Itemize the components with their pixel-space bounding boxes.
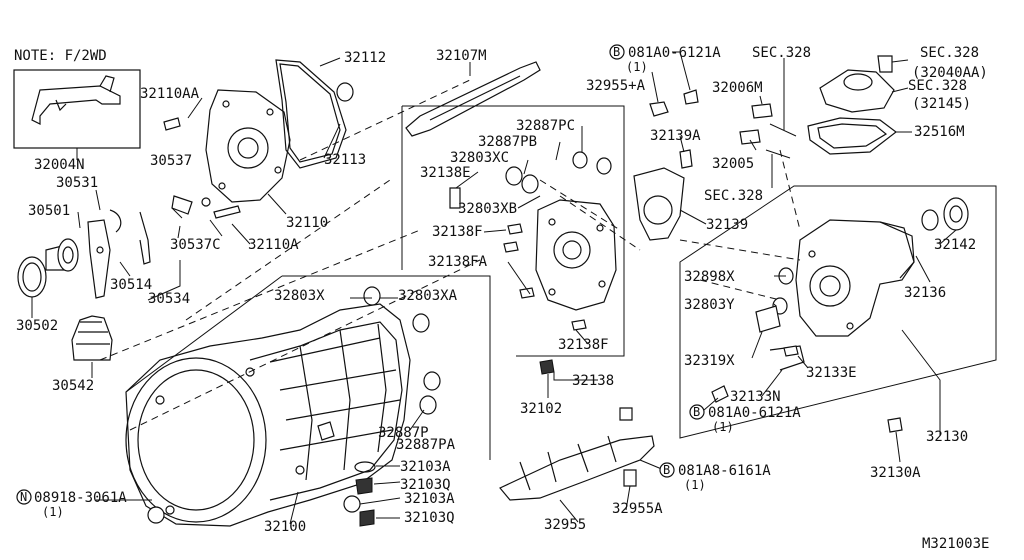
label-32138: 32138	[572, 373, 614, 389]
label-32803XC: 32803XC	[450, 150, 509, 166]
label-sec328-d: SEC.328	[704, 188, 763, 204]
label-30502: 30502	[16, 318, 58, 334]
oil-gutter-32955	[499, 407, 655, 501]
label-30537C: 30537C	[170, 237, 221, 253]
label-qty-1-a: (1)	[42, 505, 64, 519]
label-32110A: 32110A	[248, 237, 299, 253]
label-32103A-2: 32103A	[404, 491, 455, 507]
circle-letter-b-mid: B	[693, 405, 700, 419]
label-32803XA: 32803XA	[398, 288, 458, 304]
label-32110AA: 32110AA	[140, 86, 200, 102]
circle-letter-n: N	[20, 490, 27, 504]
label-30537: 30537	[150, 153, 192, 169]
label-sec328-a: SEC.328	[752, 45, 811, 61]
label-32100: 32100	[264, 519, 306, 535]
transmission-case	[125, 303, 411, 527]
circle-letter-b-top: B	[613, 45, 620, 59]
label-32102: 32102	[520, 401, 562, 417]
label-32887PC: 32887PC	[516, 118, 575, 134]
bushings-32803X-group	[363, 286, 441, 415]
label-32005: 32005	[712, 156, 754, 172]
rear-extension-32130	[711, 197, 969, 433]
diagram-id: M321003E	[922, 536, 989, 552]
label-30501: 30501	[28, 203, 70, 219]
circle-marker-letters: B N B B	[20, 45, 700, 504]
label-32004N: 32004N	[34, 157, 85, 173]
circle-letter-b-bottom: B	[663, 463, 670, 477]
label-32138FA: 32138FA	[428, 254, 488, 270]
label-32136: 32136	[904, 285, 946, 301]
label-081A8-6161A: 081A8-6161A	[678, 463, 771, 479]
label-qty-1-b: (1)	[626, 60, 648, 74]
label-32803XB: 32803XB	[458, 201, 517, 217]
switches	[739, 103, 797, 159]
circle-markers	[16, 44, 705, 505]
label-32103Q-2: 32103Q	[404, 510, 455, 526]
label-qty-1-d: (1)	[684, 478, 706, 492]
label-32955A: 32955A	[612, 501, 663, 517]
label-32103A-1: 32103A	[400, 459, 451, 475]
label-32516M: 32516M	[914, 124, 965, 140]
leader-lines	[31, 51, 957, 525]
label-sec328-c: SEC.328	[908, 78, 967, 94]
assembly-outlines	[99, 79, 997, 460]
drain-plugs	[147, 461, 376, 527]
label-sec328-b: SEC.328	[920, 45, 979, 61]
label-32955-A: 32955+A	[586, 78, 646, 94]
label-32107M: 32107M	[436, 48, 487, 64]
label-32103Q-1: 32103Q	[400, 477, 451, 493]
label-32898X: 32898X	[684, 269, 735, 285]
label-32142: 32142	[934, 237, 976, 253]
label-30531: 30531	[56, 175, 98, 191]
label-32133N: 32133N	[730, 389, 781, 405]
label-32138F-1: 32138F	[432, 224, 483, 240]
label-32130: 32130	[926, 429, 968, 445]
label-32887PA: 32887PA	[396, 437, 456, 453]
release-bearing-parts	[17, 209, 151, 361]
note-text: NOTE: F/2WD	[14, 48, 107, 64]
gasket-32139	[633, 89, 699, 241]
label-08918-3061A: 08918-3061A	[34, 490, 127, 506]
label-32139: 32139	[706, 217, 748, 233]
label-32040AA: (32040AA)	[912, 65, 988, 81]
label-32139A: 32139A	[650, 128, 701, 144]
label-32133E: 32133E	[806, 365, 857, 381]
label-32006M: 32006M	[712, 80, 763, 96]
label-32803X: 32803X	[274, 288, 325, 304]
label-qty-1-c: (1)	[712, 420, 734, 434]
label-32138E: 32138E	[420, 165, 471, 181]
label-32887PB: 32887PB	[478, 134, 537, 150]
label-081A0-6121A-top: 081A0-6121A	[628, 45, 721, 61]
label-32110: 32110	[286, 215, 328, 231]
part-labels: NOTE: F/2WD 32004N 30531 30501 30502 305…	[14, 45, 989, 552]
label-32138F-2: 32138F	[558, 337, 609, 353]
label-32887P: 32887P	[378, 425, 429, 441]
label-30542: 30542	[52, 378, 94, 394]
label-32145: (32145)	[912, 96, 971, 112]
control-lever-32107M	[405, 61, 541, 137]
label-30534: 30534	[148, 291, 190, 307]
adapter-plate-32138	[449, 151, 617, 375]
label-30514: 30514	[110, 277, 152, 293]
label-32113: 32113	[324, 152, 366, 168]
label-081A0-6121A-bottom: 081A0-6121A	[708, 405, 801, 421]
label-32803Y: 32803Y	[684, 297, 735, 313]
label-32955: 32955	[544, 517, 586, 533]
front-cover-assembly	[163, 59, 354, 219]
label-32112: 32112	[344, 50, 386, 66]
note-box	[13, 69, 141, 149]
label-32319X: 32319X	[684, 353, 735, 369]
label-32130A: 32130A	[870, 465, 921, 481]
top-cover-parts	[807, 55, 897, 155]
